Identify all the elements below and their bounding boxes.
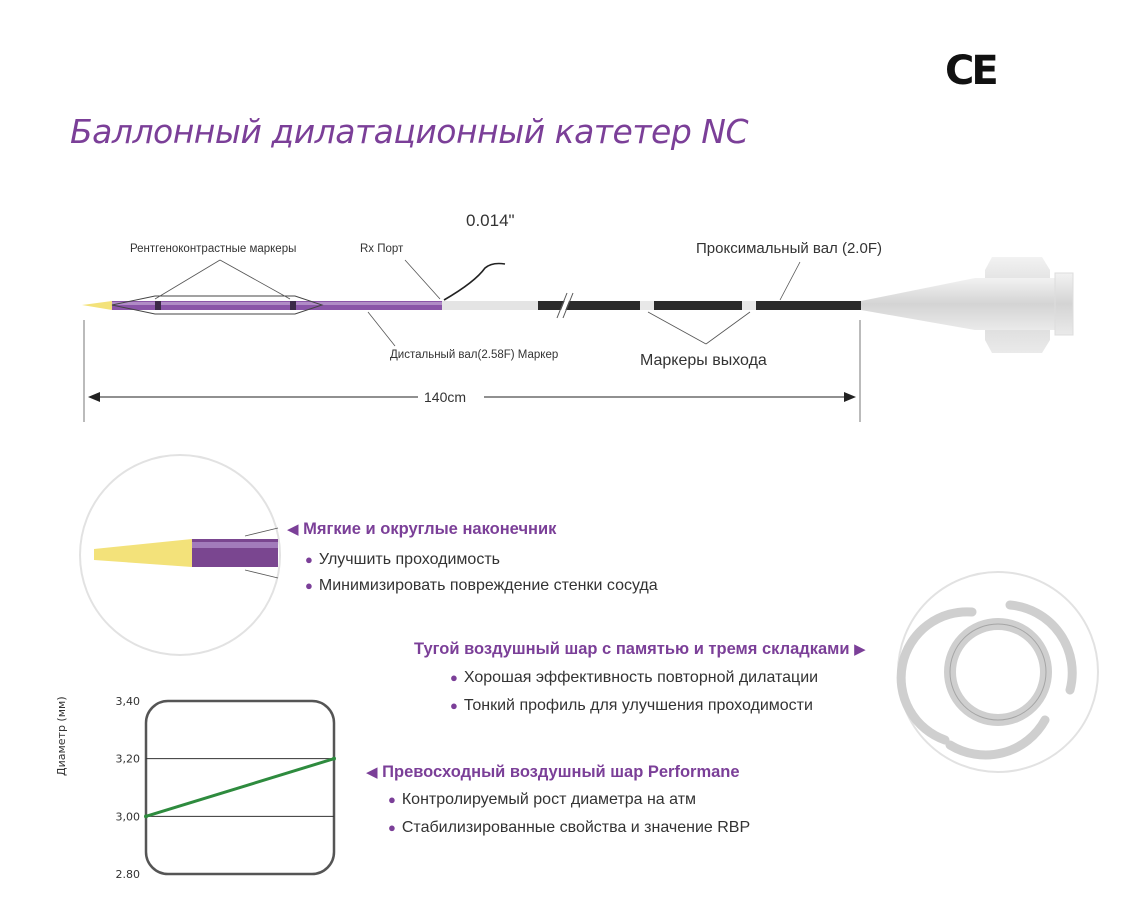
hub-body-main bbox=[975, 278, 1055, 330]
bullet-dot-icon: ● bbox=[305, 552, 313, 567]
feature-performance-heading: ◀ Превосходный воздушный шар Performane bbox=[366, 763, 740, 782]
radiopaque-marker-2 bbox=[290, 301, 296, 310]
chart-ylabel: Диаметр (мм) bbox=[55, 696, 68, 776]
bullet-dot-icon: ● bbox=[450, 698, 458, 713]
arrowhead-left bbox=[88, 392, 100, 402]
bullet-text: Минимизировать повреждение стенки сосуда bbox=[318, 577, 658, 594]
feature-performance-bullet-2: ● Стабилизированные свойства и значение R… bbox=[388, 814, 750, 842]
exit-marker-2 bbox=[742, 301, 756, 310]
feature-tip-heading: ◀ Мягкие и округлые наконечник bbox=[287, 520, 556, 539]
balloon-outline bbox=[111, 295, 324, 315]
chart-ytick-label-1: 3,20 bbox=[116, 753, 141, 766]
rx-section bbox=[442, 301, 538, 310]
label-guidewire: 0.014" bbox=[466, 211, 515, 230]
label-radiopaque: Рентгеноконтрастные маркеры bbox=[130, 243, 296, 255]
triangle-right-icon: ▶ bbox=[854, 641, 866, 658]
chart-series-line-0 bbox=[145, 757, 335, 818]
callout-radiopaque-1 bbox=[154, 259, 221, 300]
chart-ytick-label-3: 2.80 bbox=[116, 868, 141, 881]
callout-proximal bbox=[779, 261, 801, 301]
chart-ytick-label-2: 3,00 bbox=[116, 810, 141, 823]
label-exit-markers: Маркеры выхода bbox=[640, 352, 767, 369]
feature-balloon-title: Тугой воздушный шар с памятью и тремя ск… bbox=[414, 640, 850, 658]
distal-shaft bbox=[112, 301, 442, 310]
guidewire-line bbox=[443, 262, 506, 301]
callout-rx-port bbox=[404, 259, 441, 300]
label-proximal-shaft: Проксимальный вал (2.0F) bbox=[696, 240, 882, 257]
distal-shaft-highlight bbox=[112, 302, 442, 305]
feature-balloon-bullet-2: ● Тонкий профиль для улучшения проходимос… bbox=[450, 692, 813, 720]
zoom-pointer-bottom bbox=[244, 569, 279, 579]
bullet-dot-icon: ● bbox=[388, 792, 396, 807]
bullet-text: Тонкий профиль для улучшения проходимост… bbox=[463, 697, 813, 714]
callout-distal bbox=[367, 311, 396, 347]
bullet-text: Хорошая эффективность повторной дилатаци… bbox=[463, 669, 819, 686]
bullet-dot-icon: ● bbox=[450, 670, 458, 685]
balloon-fold-3 bbox=[945, 715, 1050, 760]
callout-radiopaque-2 bbox=[219, 259, 291, 300]
chart-point-0-0 bbox=[144, 814, 148, 819]
chart-point-0-1 bbox=[332, 756, 336, 761]
feature-tip-bullet-1: ● Улучшить проходимость bbox=[305, 546, 500, 574]
hub-cone bbox=[861, 278, 975, 330]
zoom-shaft-highlight bbox=[192, 542, 278, 548]
page-title: Баллонный дилатационный катетер NC bbox=[70, 112, 749, 151]
ce-mark-icon: CE bbox=[945, 48, 999, 94]
feature-performance-bullet-1: ● Контролируемый рост диаметра на атм bbox=[388, 786, 696, 814]
radiopaque-marker-1 bbox=[155, 301, 161, 310]
catheter-tip bbox=[82, 301, 112, 310]
exit-marker-1 bbox=[640, 301, 654, 310]
break-mark bbox=[558, 292, 572, 319]
label-rx-port: Rx Порт bbox=[360, 243, 404, 255]
feature-balloon-heading: Тугой воздушный шар с памятью и тремя ск… bbox=[414, 640, 866, 659]
hub-luer bbox=[1054, 272, 1074, 336]
break-line-2 bbox=[556, 292, 568, 319]
label-distal-shaft: Дистальный вал(2.58F) Маркер bbox=[390, 349, 558, 361]
feature-tip-bullet-2: ● Минимизировать повреждение стенки сосуд… bbox=[305, 572, 658, 600]
chart-ytick-label-0: 3,40 bbox=[116, 695, 141, 708]
bullet-text: Улучшить проходимость bbox=[318, 551, 500, 568]
chart-layer: 3,40 3,20 3,00 2.80 bbox=[116, 695, 336, 881]
arrowhead-right bbox=[844, 392, 856, 402]
balloon-fold-2 bbox=[1005, 600, 1077, 695]
feature-balloon-bullet-1: ● Хорошая эффективность повторной дилатац… bbox=[450, 664, 818, 692]
bullet-text: Стабилизированные свойства и значение RB… bbox=[401, 819, 751, 836]
proximal-shaft bbox=[538, 301, 861, 310]
triangle-left-icon: ◀ bbox=[366, 764, 378, 781]
callout-exit-1 bbox=[647, 311, 707, 345]
feature-tip-title: Мягкие и округлые наконечник bbox=[303, 520, 557, 538]
balloon-fold-1 bbox=[896, 607, 977, 745]
triangle-left-icon: ◀ bbox=[287, 521, 299, 538]
callout-exit-2 bbox=[705, 311, 751, 345]
bullet-text: Контролируемый рост диаметра на атм bbox=[401, 791, 697, 808]
zoom-pointer-top bbox=[244, 527, 279, 537]
bullet-dot-icon: ● bbox=[305, 578, 313, 593]
zoom-tip-yellow bbox=[94, 539, 192, 567]
bullet-dot-icon: ● bbox=[388, 820, 396, 835]
break-line-1 bbox=[562, 292, 574, 319]
feature-performance-title: Превосходный воздушный шар Performane bbox=[382, 763, 740, 781]
label-length: 140cm bbox=[424, 389, 466, 405]
balloon-fold-inner-edge bbox=[949, 623, 1047, 721]
